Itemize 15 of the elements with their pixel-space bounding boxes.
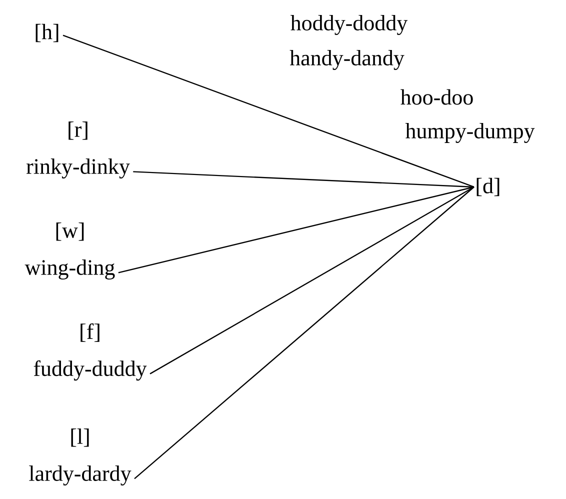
- connector-line: [150, 186, 474, 374]
- connector-line: [134, 186, 474, 480]
- word-label: [d]: [476, 178, 500, 196]
- connector-line: [62, 34, 474, 188]
- word-label: hoddy-doddy: [290, 15, 408, 35]
- word-label: humpy-dumpy: [405, 123, 535, 143]
- word-label: hoo-doo: [400, 89, 473, 105]
- word-label: [l] lardy-dardy: [29, 428, 132, 486]
- connector-line: [133, 171, 474, 188]
- connector-line: [118, 186, 474, 274]
- word-label: [f] fuddy-duddy: [34, 323, 147, 381]
- word-label: handy-dandy: [290, 50, 404, 70]
- word-label: [h]: [36, 24, 58, 42]
- word-label: [w] wing-ding: [24, 222, 115, 280]
- word-label: [r] rinky-dinky: [26, 122, 130, 178]
